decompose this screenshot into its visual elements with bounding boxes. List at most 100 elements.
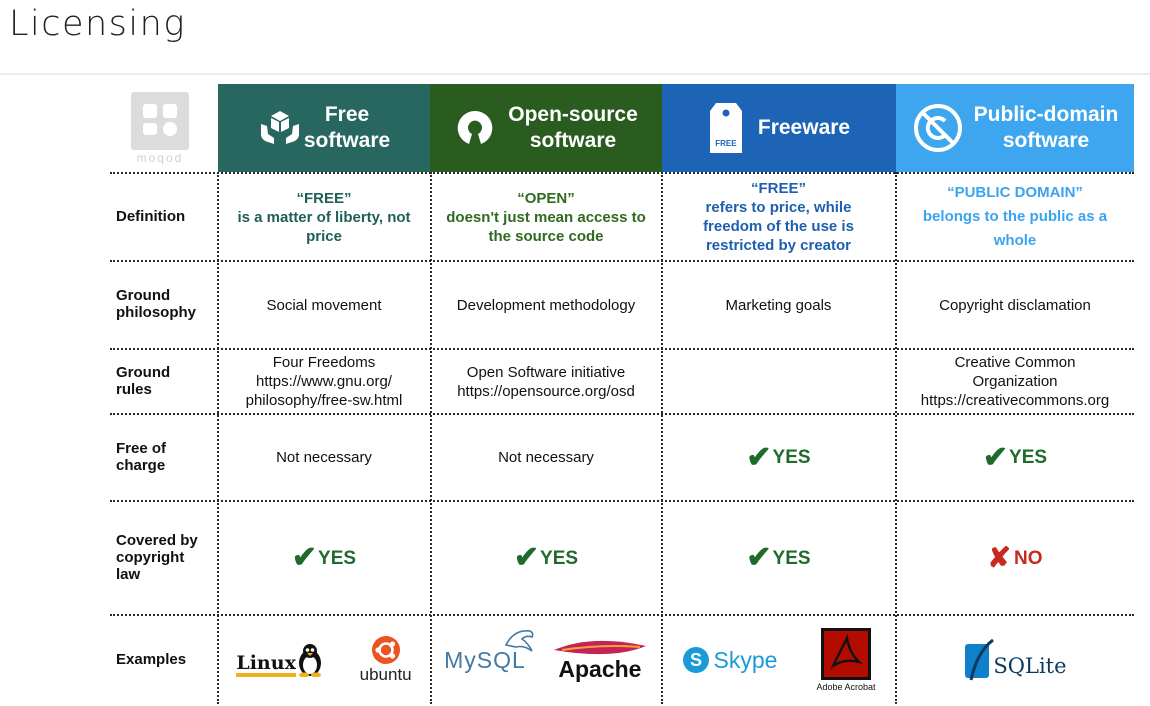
charge-free-software: Not necessary xyxy=(218,415,430,500)
moqod-logo-icon xyxy=(131,92,189,150)
linux-logo: Linux xyxy=(236,643,323,677)
charge-open-source: Not necessary xyxy=(431,415,661,500)
checkmark-icon: ✔ xyxy=(746,541,772,574)
definition-open-source: “OPEN” doesn't just mean access to the s… xyxy=(431,174,661,260)
copyright-free-software: ✔ YES xyxy=(218,502,430,614)
mysql-wordmark: MySQL xyxy=(444,646,526,673)
charge-freeware: ✔ YES xyxy=(662,415,895,500)
no-badge: ✘ NO xyxy=(988,544,1043,572)
definition-tag: “PUBLIC DOMAIN” xyxy=(947,184,1083,201)
price-tag-label: FREE xyxy=(715,139,737,148)
definition-tag: “FREE” xyxy=(750,180,806,197)
examples-public-domain: SQLite xyxy=(896,616,1134,704)
linux-wordmark: Linux xyxy=(236,653,296,677)
skype-logo: S Skype xyxy=(682,646,778,674)
checkmark-icon: ✔ xyxy=(982,440,1009,474)
header-open-source: Open-source software xyxy=(430,84,662,172)
checkmark-icon: ✔ xyxy=(291,541,318,574)
rules-line: Four Freedoms xyxy=(272,354,376,371)
rules-link[interactable]: https://creativecommons.org xyxy=(920,392,1110,409)
row-label-covered-by-copyright: Covered by copyright law xyxy=(116,531,198,583)
charge-value: Not necessary xyxy=(276,449,372,466)
hands-box-icon xyxy=(258,108,302,148)
header-freeware-title: Freeware xyxy=(757,116,851,139)
examples-free-software: Linux ubuntu xyxy=(218,616,430,704)
copyright-freeware: ✔ YES xyxy=(662,502,895,614)
rules-freeware xyxy=(662,350,895,413)
definition-public-domain: “PUBLIC DOMAIN” belongs to the public as… xyxy=(896,174,1134,260)
moqod-logo-word: moqod xyxy=(136,151,184,165)
open-source-keyhole-icon xyxy=(454,107,496,149)
apache-wordmark: Apache xyxy=(558,655,642,682)
column-divider xyxy=(661,172,663,704)
cross-icon: ✘ xyxy=(987,542,1011,573)
definition-text: doesn't just mean access to the source c… xyxy=(446,208,646,245)
sqlite-wordmark: SQLite xyxy=(993,654,1067,678)
adobe-acrobat-logo: Adobe Acrobat xyxy=(816,628,875,692)
rules-public-domain: Creative Common Organization https://cre… xyxy=(896,350,1134,413)
examples-freeware: S Skype Adobe Acrobat xyxy=(662,616,895,704)
mysql-logo: MySQL xyxy=(444,629,534,674)
definition-freeware: “FREE” refers to price, while freedom of… xyxy=(662,174,895,260)
checkmark-icon: ✔ xyxy=(513,541,540,574)
header-public-domain: Public-domain software xyxy=(896,84,1134,172)
header-open-source-title: Open-source software xyxy=(508,103,638,152)
dolphin-icon xyxy=(504,629,534,652)
ubuntu-logo: ubuntu xyxy=(360,635,412,685)
checkmark-icon: ✔ xyxy=(746,440,772,474)
header-public-domain-title: Public-domain software xyxy=(973,103,1119,152)
page-title: Licensing xyxy=(9,4,186,44)
yes-badge: ✔ YES xyxy=(292,543,356,573)
sqlite-logo: SQLite xyxy=(963,638,1067,682)
apache-logo: Apache xyxy=(552,638,648,683)
apache-feather-icon xyxy=(553,640,646,654)
yes-badge: ✔ YES xyxy=(746,543,810,573)
column-divider xyxy=(217,172,219,704)
skype-wordmark: Skype xyxy=(713,646,778,673)
copyright-open-source: ✔ YES xyxy=(431,502,661,614)
yes-badge: ✔ YES xyxy=(982,440,1048,474)
definition-text: belongs to the public as a whole xyxy=(922,208,1108,249)
sqlite-feather-icon xyxy=(965,638,995,681)
definition-text: refers to price, while freedom of the us… xyxy=(703,199,854,254)
ubuntu-circle-icon xyxy=(371,636,400,664)
yes-badge: ✔ YES xyxy=(746,440,810,474)
definition-tag: “OPEN” xyxy=(517,189,575,207)
rules-link[interactable]: https://www.gnu.org/ xyxy=(256,373,392,390)
yes-label: YES xyxy=(1009,447,1048,468)
row-divider xyxy=(110,172,1134,174)
rules-link[interactable]: philosophy/free-sw.html xyxy=(245,392,403,409)
definition-text: is a matter of liberty, not price xyxy=(237,208,411,245)
rules-open-source: Open Software initiative https://opensou… xyxy=(431,350,661,413)
price-tag-icon: FREE xyxy=(708,101,744,155)
definition-tag: “FREE” xyxy=(296,189,352,207)
philosophy-free-software: Social movement xyxy=(266,296,382,314)
row-divider xyxy=(110,260,1134,262)
header-free-software-title: Free software xyxy=(303,103,391,152)
licensing-table: moqod Free software Open-source software xyxy=(110,84,1134,704)
yes-label: YES xyxy=(772,547,811,569)
moqod-logo: moqod xyxy=(130,92,190,170)
ubuntu-wordmark: ubuntu xyxy=(359,665,412,684)
header-freeware: FREE Freeware xyxy=(662,84,896,172)
philosophy-open-source: Development methodology xyxy=(456,296,636,314)
yes-badge: ✔ YES xyxy=(514,543,578,573)
row-label-definition: Definition xyxy=(116,207,186,225)
row-divider xyxy=(110,348,1134,350)
column-divider xyxy=(895,172,897,704)
yes-label: YES xyxy=(318,547,357,569)
row-label-ground-philosophy: Ground philosophy xyxy=(116,287,196,321)
philosophy-freeware: Marketing goals xyxy=(725,296,832,314)
rules-link[interactable]: https://opensource.org/osd xyxy=(457,382,635,400)
no-copyright-icon xyxy=(912,102,964,154)
tux-penguin-icon xyxy=(298,644,321,677)
row-divider xyxy=(110,500,1134,502)
charge-value: Not necessary xyxy=(498,449,594,466)
skype-s-icon: S xyxy=(682,647,709,673)
definition-free-software: “FREE” is a matter of liberty, not price xyxy=(218,174,430,260)
row-label-examples: Examples xyxy=(116,650,187,668)
rules-line: Creative Common xyxy=(954,354,1076,371)
header-free-software: Free software xyxy=(218,84,430,172)
examples-open-source: MySQL Apache xyxy=(431,616,661,704)
row-divider xyxy=(110,413,1134,415)
